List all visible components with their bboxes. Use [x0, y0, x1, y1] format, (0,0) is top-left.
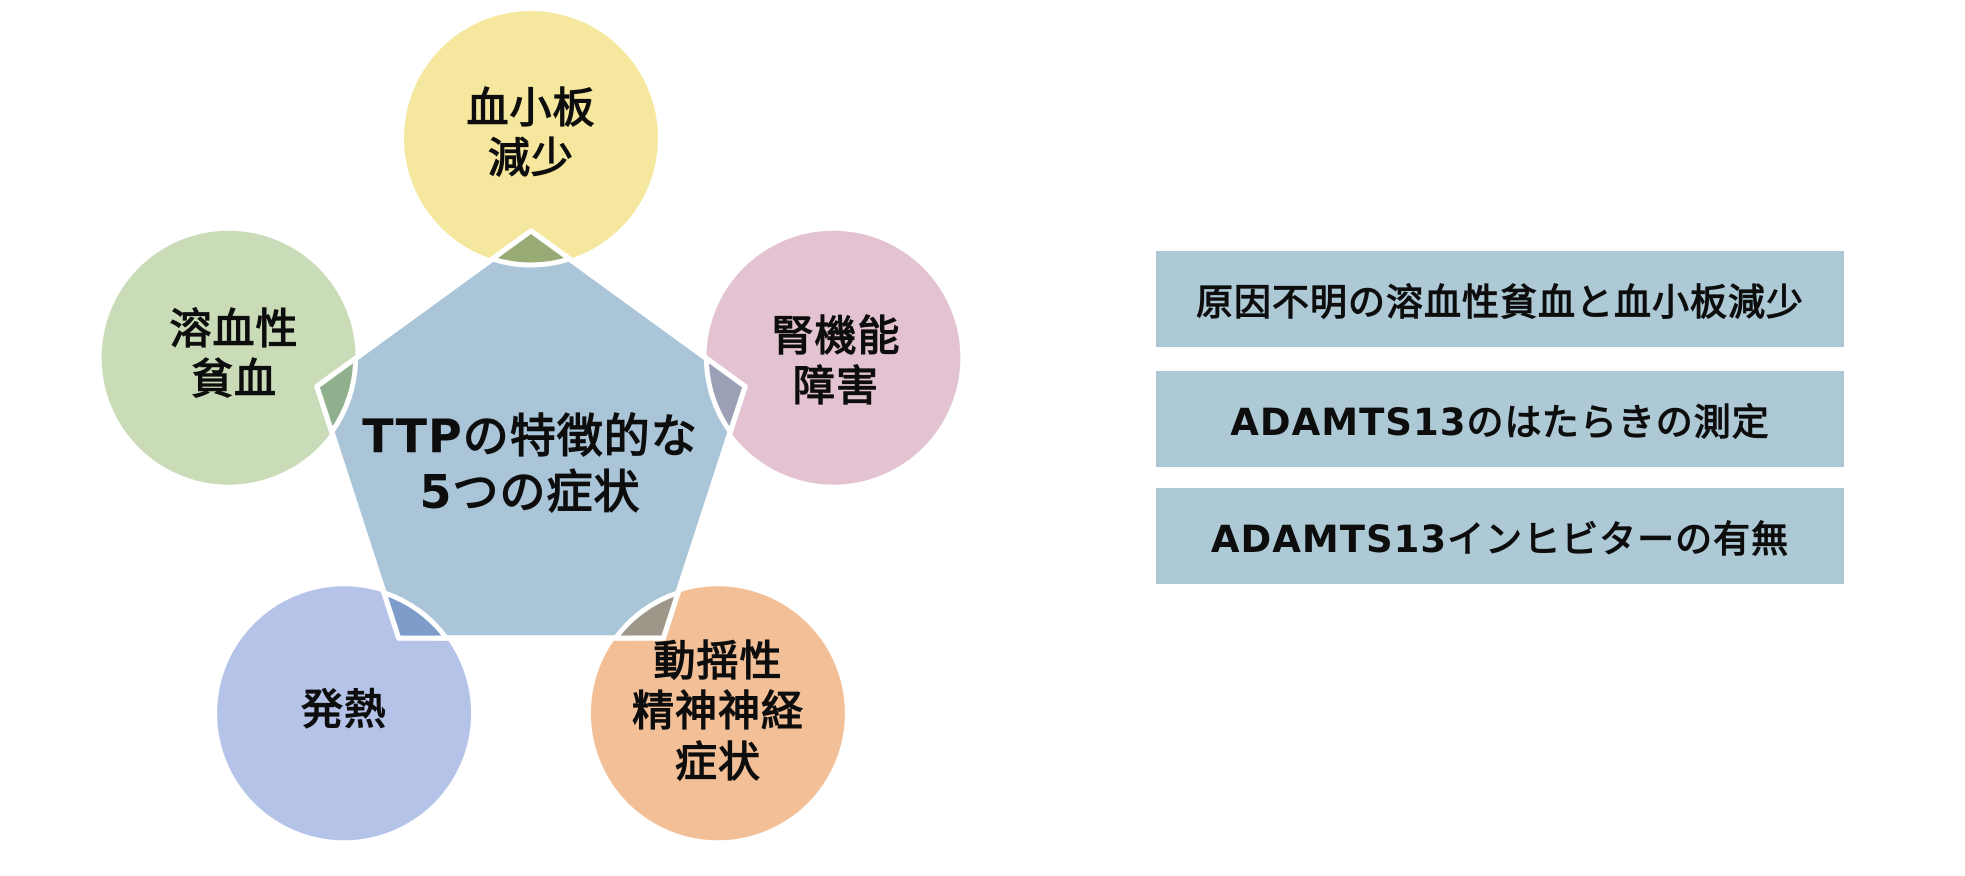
wedge-hemolytic-anemia: [314, 355, 359, 435]
pentagon-title: TTPの特徴的な 5つの症状: [362, 408, 698, 519]
criteria-box-2-label: ADAMTS13のはたらきの測定: [1230, 401, 1770, 444]
criteria-box-3: ADAMTS13インヒビターの有無: [1156, 488, 1844, 584]
circle-renal-dysfunction: [706, 230, 961, 485]
criteria-box-1-label: 原因不明の溶血性貧血と血小板減少: [1196, 281, 1804, 324]
circle-neuro-symptoms: [590, 586, 845, 841]
wedge-platelet-decrease: [489, 228, 573, 268]
wedge-renal-dysfunction: [703, 355, 748, 435]
criteria-box-1: 原因不明の溶血性貧血と血小板減少: [1156, 251, 1844, 347]
ttp-symptoms-diagram: 血小板 減少 腎機能 障害 動揺性 精神神経 症状 発熱 溶血性 貧血 TTPの…: [101, 11, 961, 841]
wedge-neuro-symptoms: [613, 590, 681, 641]
label-renal-dysfunction: 腎機能 障害: [771, 311, 901, 411]
pentagon-diagram-svg: [101, 11, 961, 841]
circle-hemolytic-anemia: [101, 230, 356, 485]
criteria-box-3-label: ADAMTS13インヒビターの有無: [1210, 518, 1790, 561]
criteria-box-2: ADAMTS13のはたらきの測定: [1156, 371, 1844, 467]
circle-platelet-decrease: [404, 11, 658, 265]
circle-fever: [217, 586, 472, 841]
wedge-fever: [381, 590, 449, 641]
label-fever: 発熱: [300, 684, 388, 734]
label-platelet-decrease: 血小板 減少: [466, 83, 596, 183]
label-neuro-symptoms: 動揺性 精神神経 症状: [631, 636, 805, 787]
label-hemolytic-anemia: 溶血性 貧血: [169, 304, 299, 404]
